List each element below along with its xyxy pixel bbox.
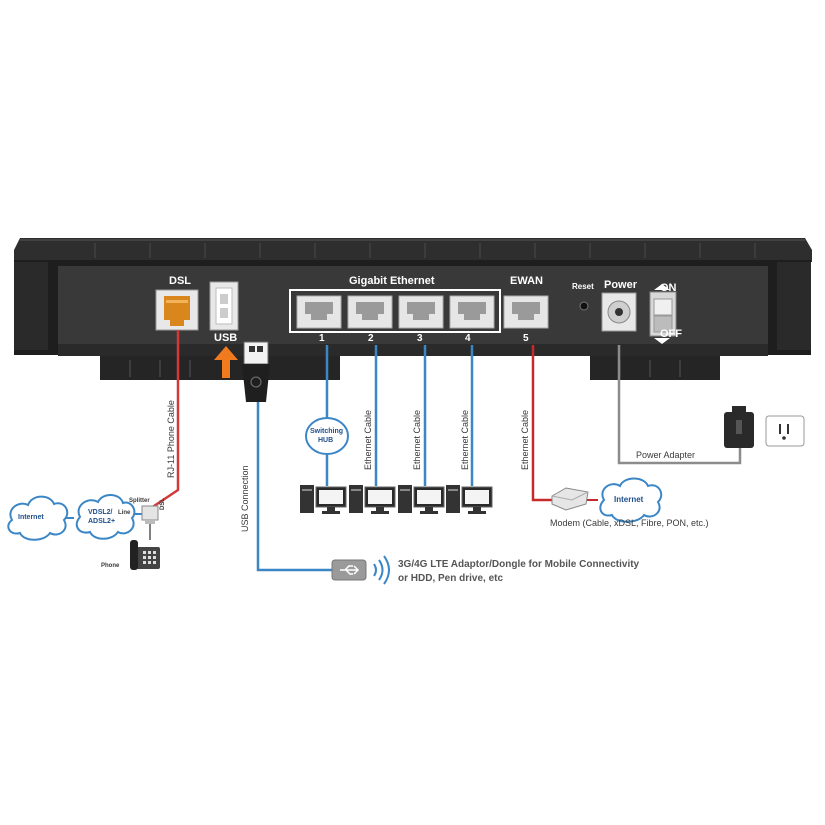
ethernet-cable-label-4: Ethernet Cable xyxy=(460,409,470,470)
on-label: ON xyxy=(660,282,677,294)
port-number-4: 4 xyxy=(465,333,471,344)
usb-port-label: USB xyxy=(214,332,238,344)
port-number-5: 5 xyxy=(523,333,529,344)
vdsl-cloud xyxy=(75,494,136,540)
switching-label: Switching xyxy=(310,428,344,435)
port-number-3: 3 xyxy=(417,333,423,344)
wan-cable xyxy=(531,345,552,502)
vdsl-label: VDSL2/ xyxy=(88,509,113,516)
usb-connection-label: USB Connection xyxy=(240,465,250,532)
reset-button xyxy=(579,301,589,311)
usb-device-line1: 3G/4G LTE Adaptor/Dongle for Mobile Conn… xyxy=(398,559,640,570)
ethernet-cable-label-3: Ethernet Cable xyxy=(412,409,422,470)
power-cable xyxy=(617,345,742,465)
internet-cloud-right xyxy=(599,477,663,523)
usb-arrow xyxy=(214,346,238,378)
dsl-splitter-label: DSL xyxy=(160,498,166,510)
usb-dongle-icon xyxy=(331,559,367,581)
rj11-cable-label: RJ-11 Phone Cable xyxy=(166,400,176,478)
power-adapter-icon xyxy=(724,406,754,448)
phone-cable xyxy=(147,330,180,512)
hub-label: HUB xyxy=(318,437,334,444)
usb-port xyxy=(209,281,239,331)
phone-icon xyxy=(130,540,160,570)
power-socket xyxy=(601,292,637,332)
splitter-label: Splitter xyxy=(129,498,150,504)
power-label: Power xyxy=(604,279,638,291)
gigabit-frame xyxy=(289,289,501,333)
adsl-label: ADSL2+ xyxy=(88,518,116,525)
dsl-port xyxy=(155,289,199,331)
ethernet-cable-label-2: Ethernet Cable xyxy=(363,409,373,470)
splitter xyxy=(141,505,159,524)
ewan-label: EWAN xyxy=(510,275,543,287)
wall-outlet-icon xyxy=(765,415,805,447)
computers xyxy=(300,485,493,514)
internet-cloud-left xyxy=(7,495,69,541)
gigabit-label: Gigabit Ethernet xyxy=(349,275,435,287)
ethernet-cable-label-5: Ethernet Cable xyxy=(520,409,530,470)
internet-label-right: Internet xyxy=(614,495,644,504)
power-adapter-label: Power Adapter xyxy=(636,450,696,460)
line-label: Line xyxy=(118,510,131,516)
modem-label: Modem (Cable, xDSL, Fibre, PON, etc.) xyxy=(550,518,709,528)
modem-icon xyxy=(551,487,589,511)
port-number-1: 1 xyxy=(319,333,325,344)
usb-device-line2: or HDD, Pen drive, etc xyxy=(398,573,504,584)
dsl-port-label: DSL xyxy=(169,275,191,287)
usb-cable xyxy=(256,398,340,572)
internet-label-left: Internet xyxy=(18,514,44,521)
reset-label: Reset xyxy=(572,282,594,291)
switching-hub xyxy=(305,417,349,455)
port-number-2: 2 xyxy=(368,333,374,344)
wireless-signal-icon xyxy=(373,555,390,585)
power-switch xyxy=(649,284,677,344)
phone-label: Phone xyxy=(101,563,120,569)
usb-plug xyxy=(242,341,270,402)
off-label: OFF xyxy=(660,328,682,340)
